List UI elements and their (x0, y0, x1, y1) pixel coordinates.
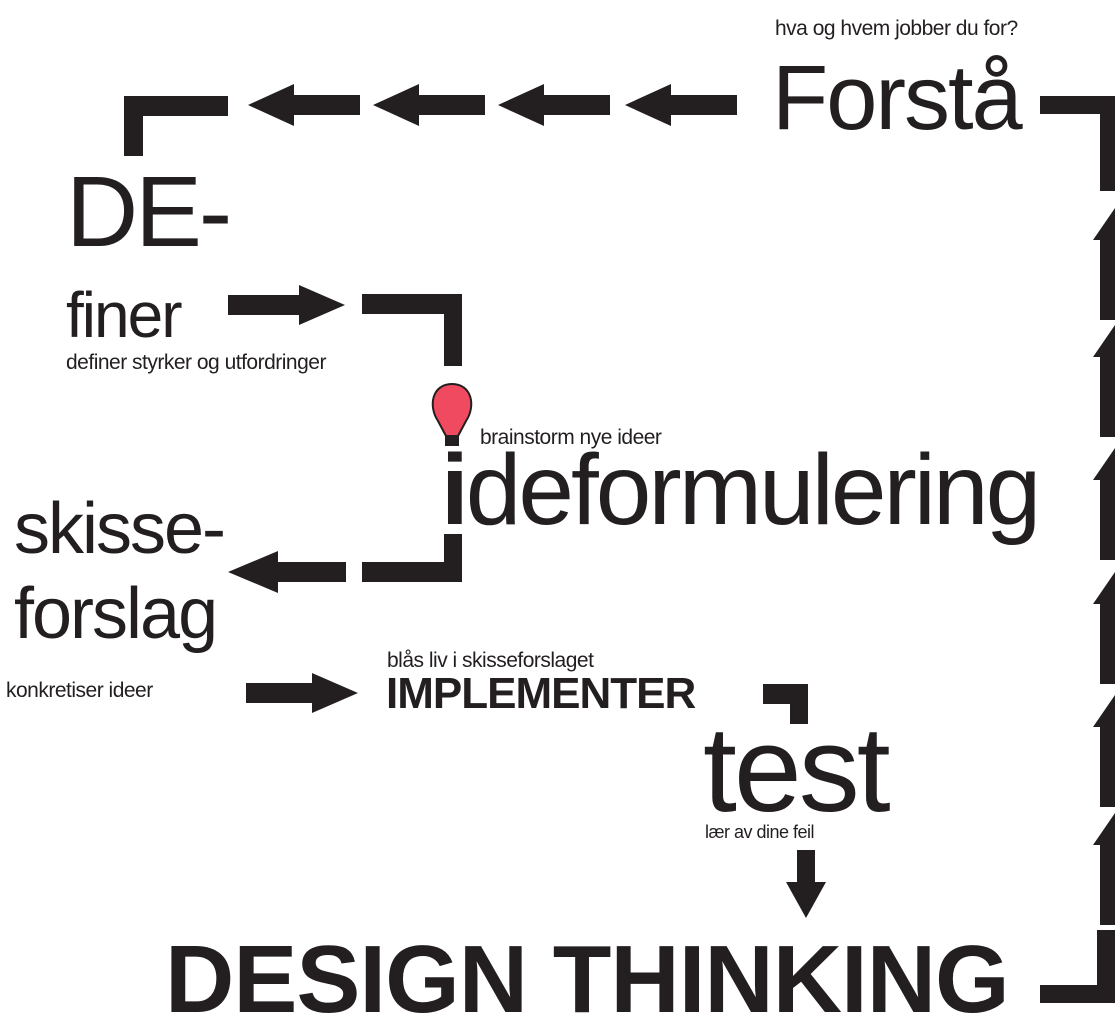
arrow-up-icon (1093, 448, 1115, 560)
ideate-label-rest: deformulering (465, 434, 1041, 546)
test-caption: lær av dine feil (705, 822, 815, 842)
diagram-title: DESIGN THINKING (165, 926, 1010, 1033)
connector-segment (1040, 985, 1115, 1003)
forsta-label-part-2: stå (904, 47, 1023, 149)
arrow-left-icon (248, 84, 360, 126)
arrow-up-icon (1093, 572, 1115, 684)
forsta-label: Forstå (772, 52, 1023, 144)
connector-segment (444, 294, 462, 366)
forsta-caption: hva og hvem jobber du for? (775, 17, 1018, 40)
sketch-caption: konkretiser ideer (6, 679, 153, 702)
arrow-left-icon (373, 84, 485, 126)
connector-segment (1040, 96, 1115, 114)
connector-segment (124, 96, 143, 156)
define-caption: definer styrker og utfordringer (66, 351, 326, 374)
connector-segment (362, 294, 462, 314)
arrow-left-icon (228, 551, 346, 593)
sketch-label-bottom: forslag (14, 574, 218, 654)
connector-segment (1097, 930, 1115, 1003)
arrow-up-icon (1093, 813, 1115, 925)
ideate-label-i: i (441, 434, 469, 546)
arrow-up-icon (1093, 695, 1115, 807)
define-label-bottom: finer (66, 279, 182, 351)
ideate-label: ideformulering (441, 440, 1041, 540)
connector-lines (124, 96, 1115, 1003)
lightbulb-glass (431, 382, 473, 437)
connector-segment (362, 562, 462, 582)
sketch-label-top: skisse- (14, 489, 226, 569)
lightbulb-base (445, 436, 459, 446)
arrow-up-icon (1093, 208, 1115, 320)
test-label: test (703, 701, 891, 837)
arrow-group (228, 84, 1115, 925)
implement-caption: blås liv i skisseforslaget (387, 649, 594, 672)
arrow-down-icon (786, 850, 826, 918)
arrow-right-icon (246, 673, 358, 713)
arrow-left-icon (498, 84, 610, 126)
ideate-caption: brainstorm nye ideer (480, 426, 662, 449)
forsta-label-part-1: For (772, 47, 906, 149)
arrow-up-icon (1093, 325, 1115, 437)
implement-label: IMPLEMENTER (386, 669, 696, 718)
connector-segment (1100, 96, 1115, 191)
connector-segment (124, 96, 228, 116)
connector-segment (790, 684, 808, 724)
lightbulb-icon (431, 382, 473, 446)
arrow-left-icon (625, 84, 737, 126)
define-label-top: DE- (66, 156, 232, 268)
arrow-right-icon (228, 285, 345, 325)
